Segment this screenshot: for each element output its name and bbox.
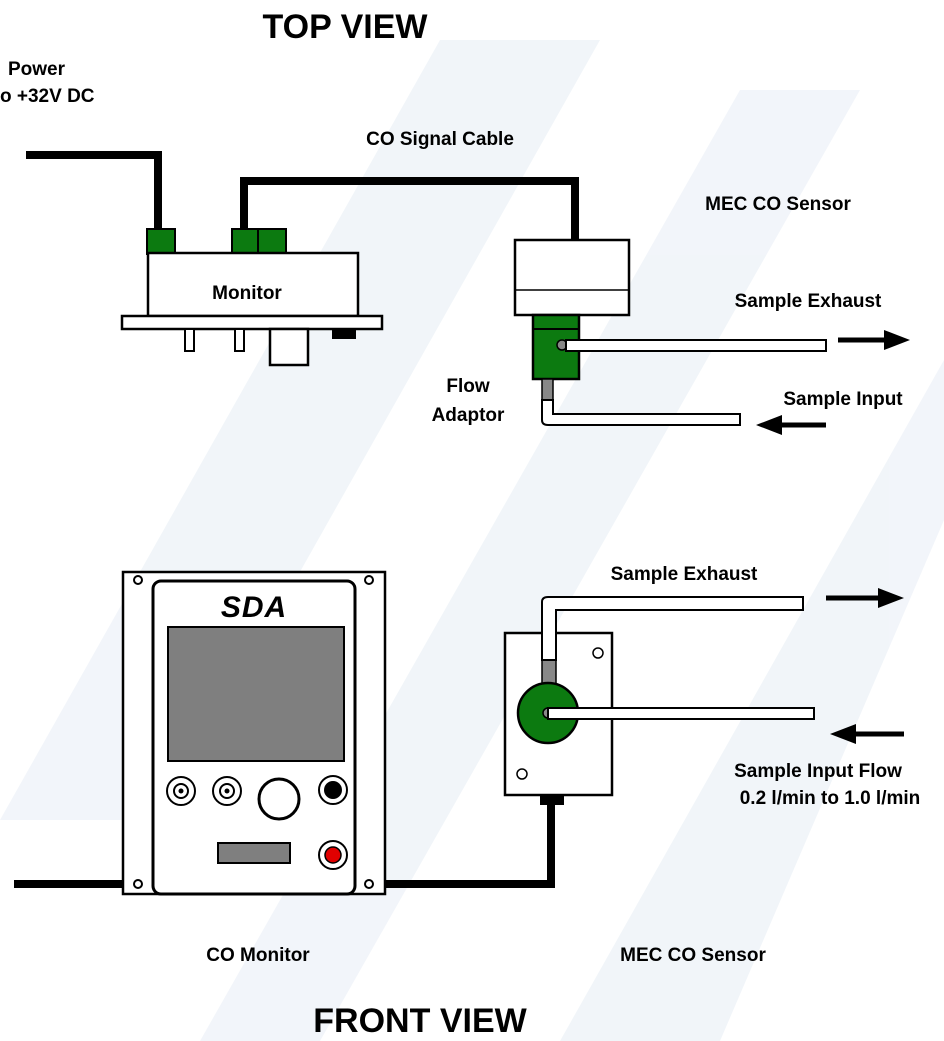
monitor-housing <box>146 251 360 318</box>
sensor-label-top: MEC CO Sensor <box>705 194 851 215</box>
front-dial-knob <box>257 777 301 821</box>
power-label-line2: o +32V DC <box>0 86 95 107</box>
monitor-dial <box>268 327 310 367</box>
sample-exhaust-tube-front <box>541 596 804 661</box>
arrow-right-icon <box>838 330 910 350</box>
monitor-button <box>332 329 356 339</box>
front-view-title: FRONT VIEW <box>313 1002 527 1040</box>
monitor-top-view <box>120 228 384 367</box>
monitor-mounting-plate <box>120 314 384 331</box>
sample-input-flow-label-line1: Sample Input Flow <box>734 761 902 782</box>
power-cable <box>26 151 162 232</box>
sensor-top-view <box>513 238 631 402</box>
front-red-button <box>318 840 348 870</box>
sda-logo-text: SDA <box>221 591 287 624</box>
monitor-knob-1 <box>184 328 195 352</box>
mec-co-sensor-caption: MEC CO Sensor <box>620 945 766 966</box>
signal-connector-left <box>231 228 261 255</box>
signal-cable-label: CO Signal Cable <box>366 129 514 150</box>
front-button-2 <box>212 776 242 806</box>
monitor-display-screen <box>167 626 345 762</box>
power-label-line1: Power <box>8 59 66 80</box>
sample-exhaust-label-front: Sample Exhaust <box>611 564 758 585</box>
arrow-right-icon <box>826 588 904 608</box>
co-monitor-front: SDA <box>121 570 387 896</box>
arrow-left-icon <box>756 415 826 435</box>
flow-adaptor-label-line2: Adaptor <box>432 405 505 426</box>
sample-exhaust-label-top: Sample Exhaust <box>735 291 882 312</box>
power-connector <box>146 228 176 255</box>
sample-input-label-top: Sample Input <box>783 389 903 410</box>
sample-exhaust-tube-top <box>565 339 827 352</box>
front-card-slot <box>217 842 291 864</box>
arrow-left-icon <box>830 724 904 744</box>
sensor-cable-connector <box>540 795 564 805</box>
top-view-title: TOP VIEW <box>262 8 428 46</box>
sample-input-flow-label-line2: 0.2 l/min to 1.0 l/min <box>740 788 921 809</box>
flow-adaptor-label-line1: Flow <box>446 376 489 397</box>
signal-connector-right <box>257 228 287 255</box>
monitor-label: Monitor <box>212 283 282 304</box>
sda-logo-icon: SDA <box>221 591 287 624</box>
sensor-housing <box>513 238 631 317</box>
adaptor-stem <box>541 378 554 402</box>
monitor-knob-2 <box>234 328 245 352</box>
front-button-1 <box>166 776 196 806</box>
front-black-button <box>318 775 348 805</box>
co-monitor-caption: CO Monitor <box>206 945 310 966</box>
sample-input-tube-front <box>547 707 815 720</box>
co-signal-cable <box>240 177 579 240</box>
monitor-sensor-cable <box>384 798 555 888</box>
sample-input-tube-top <box>541 399 741 426</box>
